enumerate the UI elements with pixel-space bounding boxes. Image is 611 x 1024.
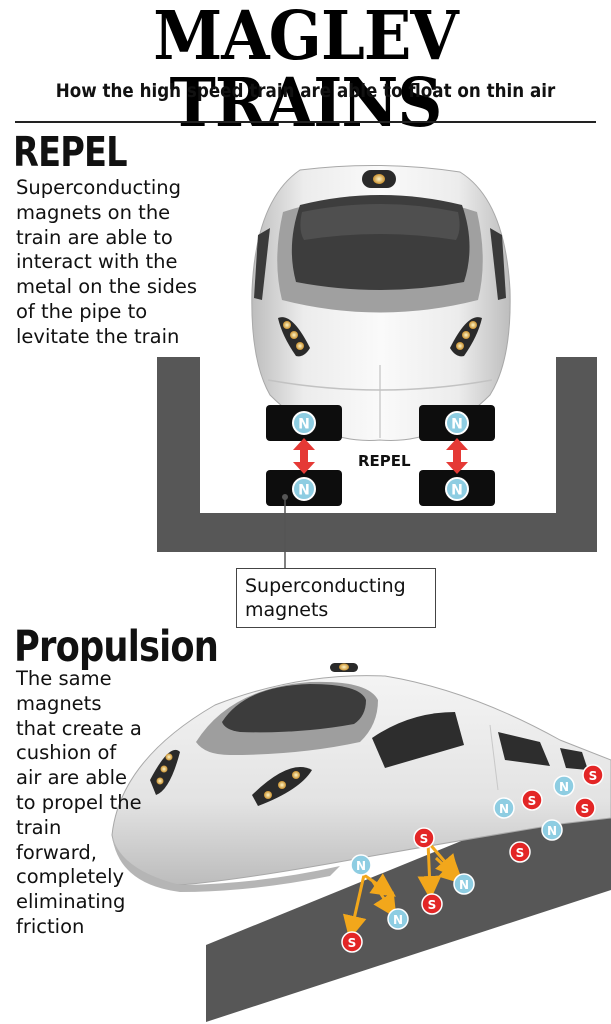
north-pole: N [493, 797, 515, 819]
south-pole: S [521, 789, 543, 811]
propulsion-description: The same magnets that create a cushion o… [16, 667, 142, 938]
south-pole: S [413, 827, 435, 849]
front-train [251, 164, 511, 441]
pole-label-n: N [459, 878, 469, 892]
pole-label-n: N [547, 824, 557, 838]
repel-heading: REPEL [13, 128, 128, 176]
pole-label-n: N [499, 802, 509, 816]
upper-left-magnet: N [266, 405, 342, 441]
repel-arrow-right [446, 438, 468, 474]
north-pole: N [387, 908, 409, 930]
right-headlights [450, 317, 482, 357]
magnets-callout: Superconducting magnets [236, 568, 436, 628]
side-train [111, 663, 611, 892]
pole-label-s: S [581, 802, 590, 816]
repel-description: Superconducting magnets on the train are… [16, 176, 198, 348]
repel-diagram-label: REPEL [358, 452, 411, 470]
north-pole: N [541, 819, 563, 841]
pole-circles: N S N S S N S S N N S N S [341, 764, 604, 953]
south-pole: S [421, 893, 443, 915]
propulsion-arrows [342, 841, 464, 940]
south-pole: S [574, 797, 596, 819]
header-divider [15, 121, 596, 123]
upper-right-magnet: N [419, 405, 495, 441]
pole-label-s: S [348, 936, 357, 950]
north-pole: N [553, 775, 575, 797]
pole-label-n: N [298, 483, 310, 499]
side-right-headlights [252, 767, 312, 806]
lower-right-magnet: N [419, 470, 495, 506]
repel-arrow-left [293, 438, 315, 474]
north-pole: N [453, 873, 475, 895]
pole-label-n: N [393, 913, 403, 927]
propulsion-heading: Propulsion [14, 622, 219, 672]
south-pole: S [509, 841, 531, 863]
pole-label-s: S [589, 769, 598, 783]
north-pole: N [350, 854, 372, 876]
page-title: MAGLEV TRAINS [153, 0, 459, 142]
pole-label-n: N [298, 417, 310, 433]
south-pole: S [582, 764, 604, 786]
pole-label-s: S [428, 898, 437, 912]
page-subtitle: How the high speed train are able to flo… [55, 80, 556, 102]
pole-label-s: S [528, 794, 537, 808]
pole-label-s: S [420, 832, 429, 846]
pole-label-n: N [451, 483, 463, 499]
left-headlights [278, 317, 310, 357]
pole-label-n: N [451, 417, 463, 433]
pole-label-n: N [356, 859, 366, 873]
pole-label-s: S [516, 846, 525, 860]
side-left-headlights [150, 749, 180, 795]
south-pole: S [341, 931, 363, 953]
u-guideway [157, 357, 597, 552]
callout-text: Superconducting magnets [245, 575, 406, 621]
propulsion-track [206, 780, 611, 1022]
lower-left-magnet: N [266, 470, 342, 506]
pole-label-n: N [559, 780, 569, 794]
